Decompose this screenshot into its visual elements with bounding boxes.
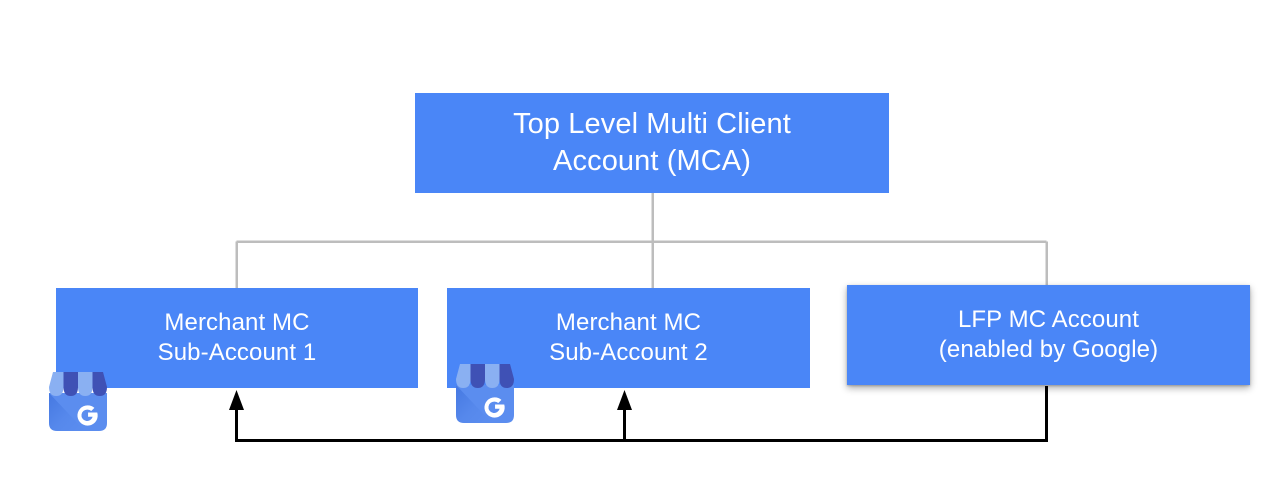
gmb-awning-segment-1: [456, 364, 471, 388]
flow-arrowheads: [229, 390, 632, 410]
gmb-awning-segment-3: [78, 372, 93, 396]
node-mca-line1: Top Level Multi Client: [513, 108, 791, 141]
node-merchant-sub-account-1[interactable]: Merchant MC Sub-Account 1: [56, 288, 418, 388]
node-sub2-line2: Sub-Account 2: [549, 339, 708, 366]
node-merchant-sub-account-2[interactable]: Merchant MC Sub-Account 2: [447, 288, 810, 388]
gmb-g-letter: [77, 405, 98, 426]
google-my-business-icon: [49, 372, 107, 431]
node-top-level-mca[interactable]: Top Level Multi Client Account (MCA): [415, 93, 889, 193]
node-lfp-mc-account[interactable]: LFP MC Account (enabled by Google): [847, 285, 1250, 385]
node-sub2-line1: Merchant MC: [555, 308, 702, 336]
flow-edge-bus: [235, 386, 1048, 442]
node-lfp-line1: LFP MC Account: [957, 305, 1140, 333]
gmb-awning-segment-1: [49, 372, 64, 396]
node-mca-line2: Account (MCA): [553, 145, 751, 177]
gmb-awning-segment-2: [470, 364, 485, 388]
gmb-storefront-shadow: [49, 393, 85, 431]
gmb-awning-segment-3: [485, 364, 500, 388]
node-sub1-line1: Merchant MC: [164, 308, 310, 336]
gmb-storefront-shadow: [456, 385, 492, 423]
gmb-g-letter: [484, 397, 505, 418]
arrowhead-into-sub2: [617, 390, 632, 410]
node-lfp-line2: (enabled by Google): [938, 336, 1159, 363]
gmb-awning-segment-4: [499, 364, 514, 388]
tree-connectors: [235, 193, 1048, 289]
flow-connectors: [235, 386, 1048, 442]
gmb-awning-segment-2: [63, 372, 78, 396]
google-my-business-icon: [456, 364, 514, 423]
arrowhead-into-sub1: [229, 390, 244, 410]
gmb-awning-segment-4: [92, 372, 107, 396]
node-sub1-line2: Sub-Account 1: [157, 339, 317, 366]
